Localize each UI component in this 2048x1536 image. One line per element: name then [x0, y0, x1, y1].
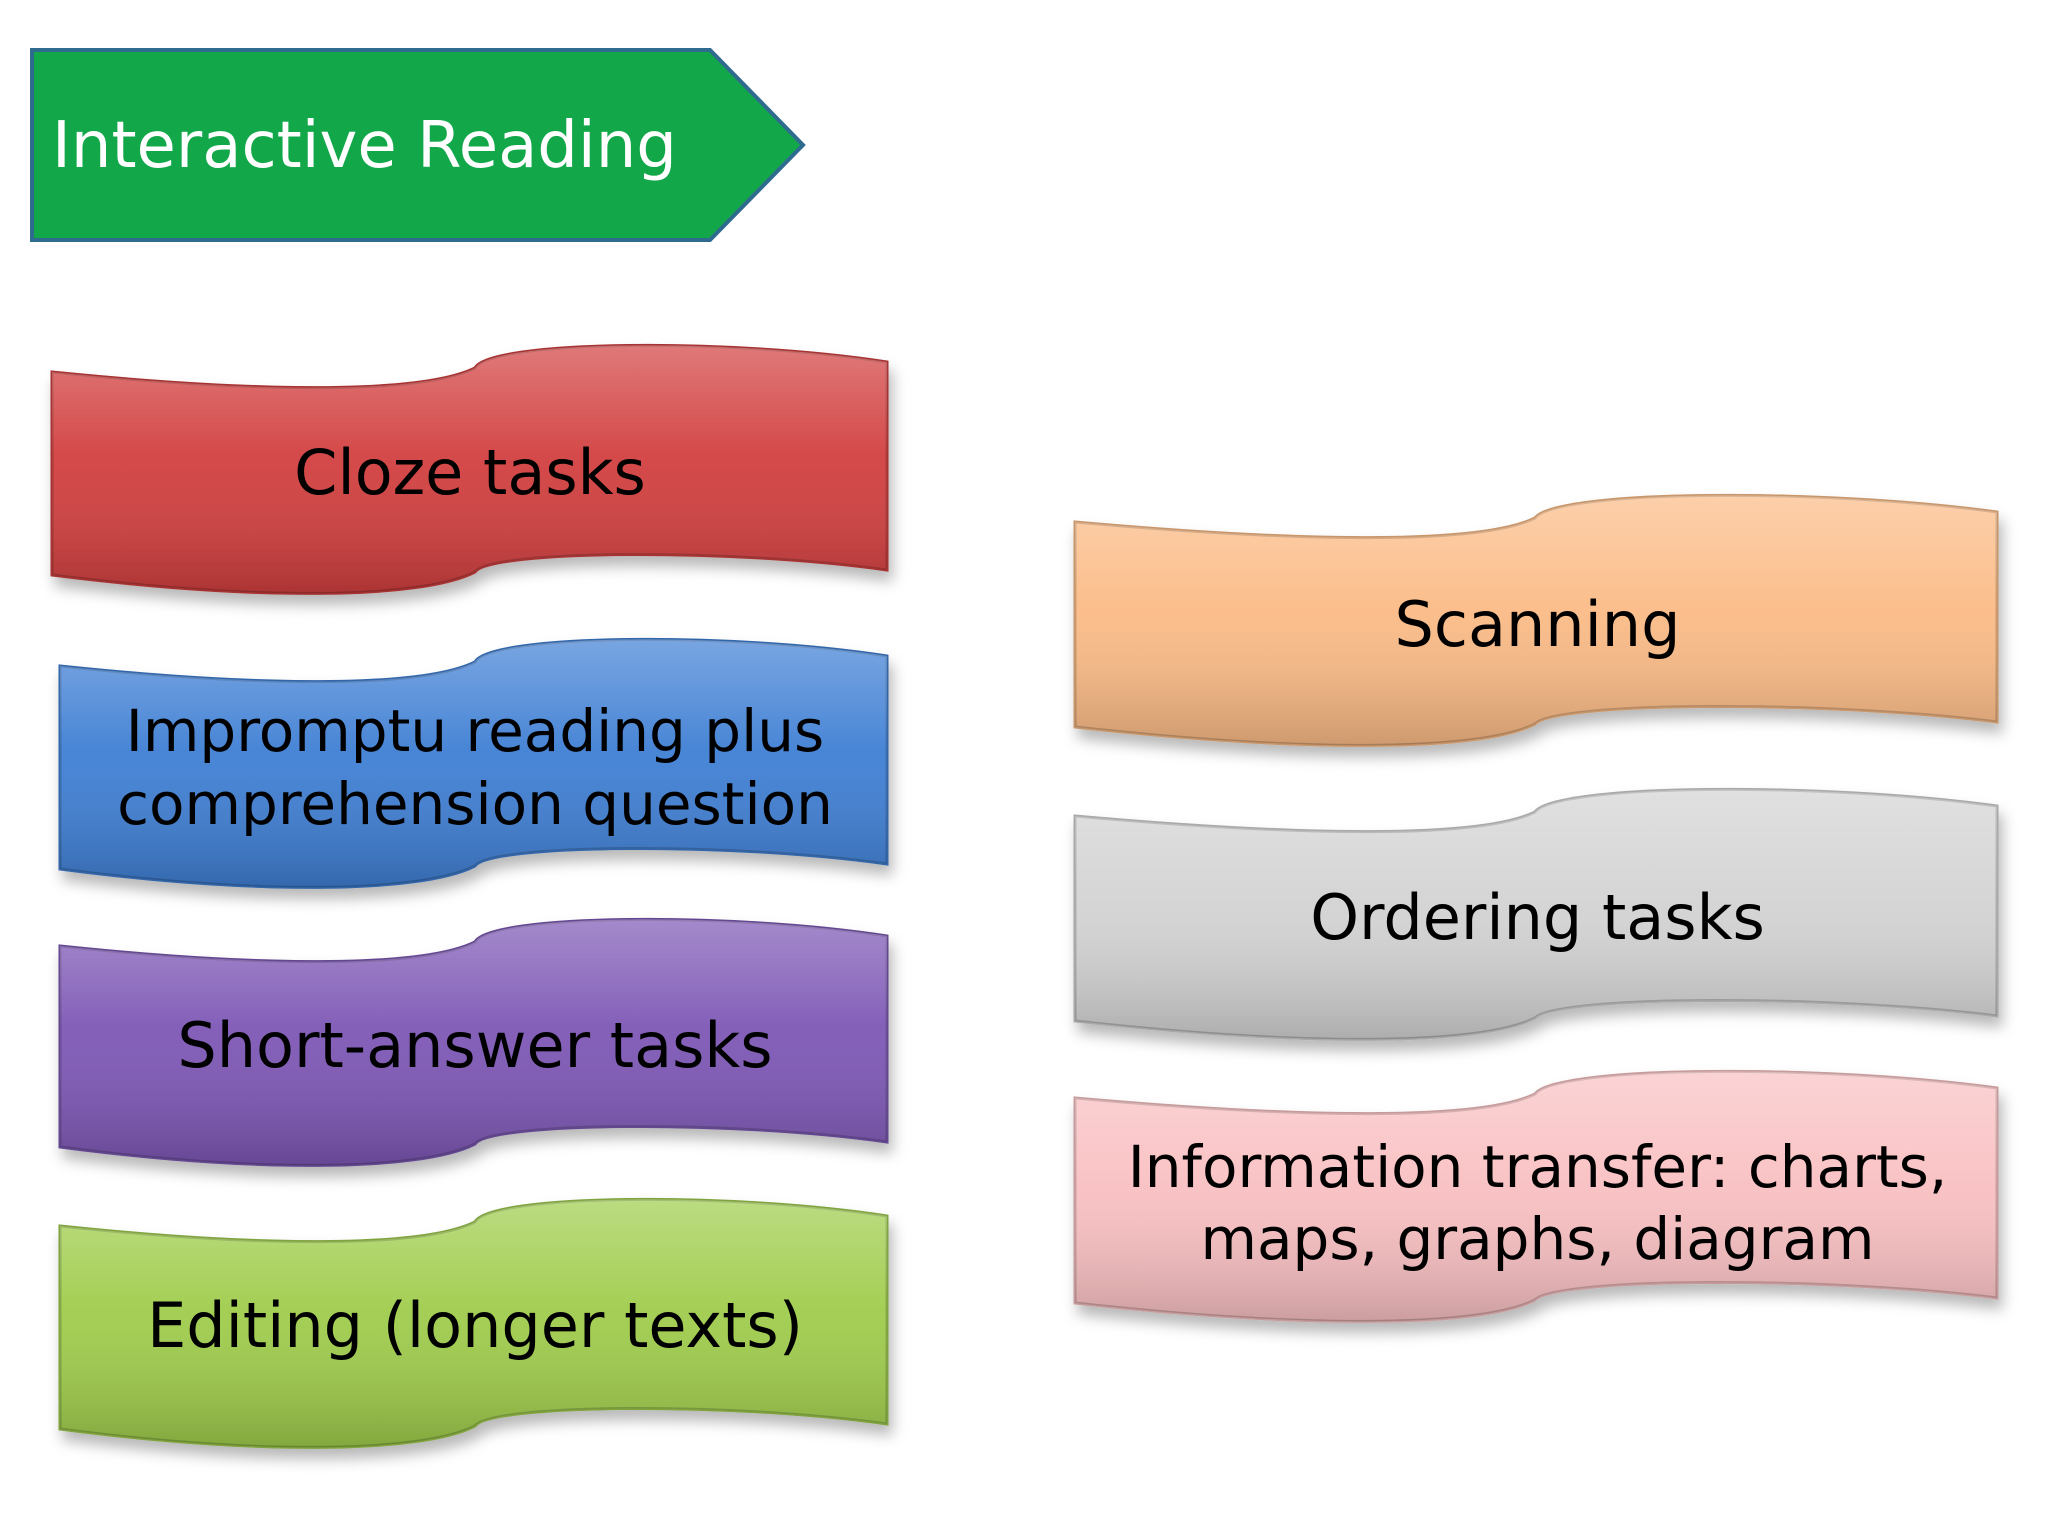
label-impromptu-reading: Impromptu reading plus comprehension que… [117, 697, 833, 838]
label-editing: Editing (longer texts) [147, 1288, 803, 1362]
wave-gloss [1075, 1071, 1997, 1322]
wave-editing [58, 1197, 889, 1449]
wave-scanning [1073, 493, 1999, 747]
label-short-answer-tasks: Short-answer tasks [177, 1008, 773, 1082]
wave-gloss [60, 1199, 887, 1448]
title-text: Interactive Reading [52, 109, 677, 183]
label-cloze-tasks: Cloze tasks [294, 435, 646, 509]
wave-gloss [1075, 789, 1997, 1040]
title-arrow-shape [30, 48, 806, 242]
label-scanning: Scanning [1394, 588, 1681, 662]
label-information-transfer: Information transfer: charts, maps, grap… [1127, 1132, 1948, 1274]
wave-information-transfer [1073, 1069, 1999, 1323]
wave-ordering-tasks [1073, 787, 1999, 1041]
wave-cloze-tasks [50, 343, 889, 595]
wave-gloss [52, 345, 887, 594]
label-ordering-tasks: Ordering tasks [1310, 881, 1765, 955]
wave-impromptu-reading [58, 637, 889, 889]
wave-gloss [1075, 495, 1997, 746]
wave-short-answer-tasks [58, 917, 889, 1167]
title-arrow [30, 48, 806, 242]
wave-gloss [60, 919, 887, 1166]
wave-gloss [60, 639, 887, 888]
